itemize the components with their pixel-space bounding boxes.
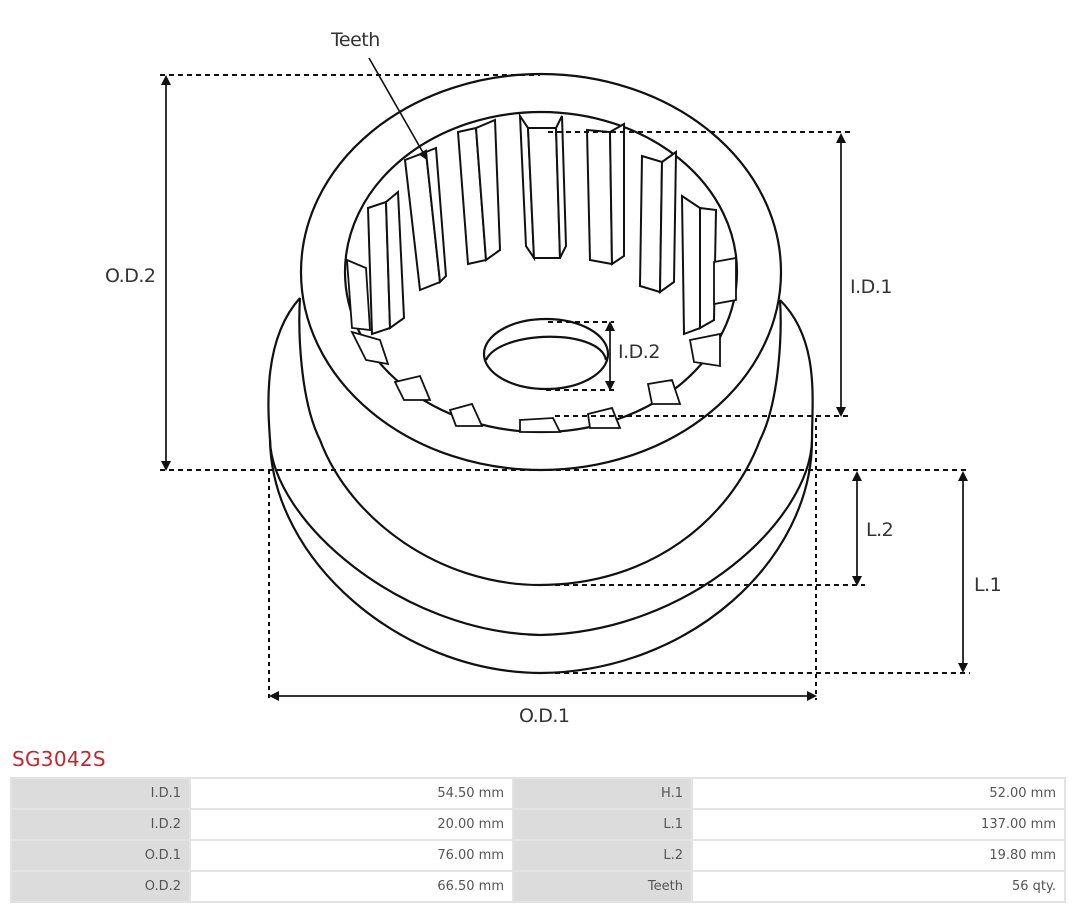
gear-sleeve-diagram: Teeth O.D.2 I.D.1 I.D.2 L.2 L.1 O.D.1: [105, 29, 1002, 727]
teeth-leader-arrow: [368, 57, 428, 161]
spec-label: O.D.1: [12, 841, 189, 870]
spec-value: 20.00 mm: [191, 810, 512, 839]
table-row: I.D.2 20.00 mm L.1 137.00 mm: [12, 810, 1064, 839]
specifications-table: I.D.1 54.50 mm H.1 52.00 mm I.D.2 20.00 …: [10, 777, 1066, 903]
center-hole: [482, 317, 610, 391]
label-l2: L.2: [866, 519, 893, 541]
table-row: O.D.1 76.00 mm L.2 19.80 mm: [12, 841, 1064, 870]
spec-label: Teeth: [514, 872, 691, 901]
spec-value: 19.80 mm: [693, 841, 1064, 870]
technical-drawing: Teeth O.D.2 I.D.1 I.D.2 L.2 L.1 O.D.1: [105, 29, 1002, 727]
spec-label: I.D.1: [12, 779, 189, 808]
spec-label: O.D.2: [12, 872, 189, 901]
label-od2: O.D.2: [105, 265, 155, 287]
spec-value: 66.50 mm: [191, 872, 512, 901]
table-row: I.D.1 54.50 mm H.1 52.00 mm: [12, 779, 1064, 808]
product-code-title: SG3042S: [12, 747, 106, 771]
teeth-group: [366, 112, 718, 336]
label-od1: O.D.1: [519, 705, 569, 727]
reference-lines: [160, 74, 970, 700]
spec-value: 76.00 mm: [191, 841, 512, 870]
dimension-arrows: [161, 75, 968, 701]
spec-value: 56 qty.: [693, 872, 1064, 901]
label-id1: I.D.1: [850, 276, 892, 298]
spec-label: L.2: [514, 841, 691, 870]
spec-value: 137.00 mm: [693, 810, 1064, 839]
spec-value: 52.00 mm: [693, 779, 1064, 808]
spec-label: H.1: [514, 779, 691, 808]
rim-teeth: [345, 256, 737, 433]
spec-label: I.D.2: [12, 810, 189, 839]
spec-label: L.1: [514, 810, 691, 839]
table-row: O.D.2 66.50 mm Teeth 56 qty.: [12, 872, 1064, 901]
base-body: [267, 297, 814, 675]
spec-value: 54.50 mm: [191, 779, 512, 808]
label-l1: L.1: [974, 574, 1001, 596]
label-id2: I.D.2: [618, 341, 660, 363]
label-teeth: Teeth: [330, 29, 380, 51]
